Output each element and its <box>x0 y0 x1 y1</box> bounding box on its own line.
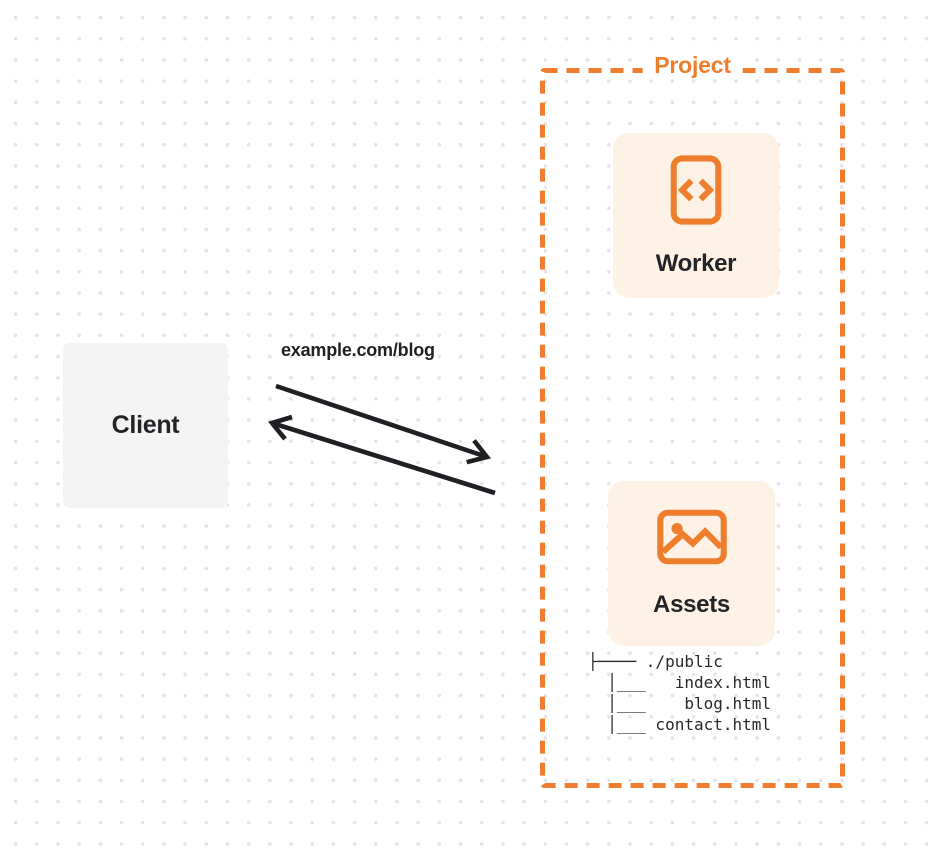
file-tree-item: │___ blog.html <box>588 694 772 713</box>
request-response-arrows <box>268 383 496 496</box>
client-label: Client <box>111 411 180 439</box>
request-url-label: example.com/blog <box>281 340 435 360</box>
image-icon <box>656 509 727 564</box>
worker-label: Worker <box>655 249 737 277</box>
assets-node: Assets <box>608 481 775 646</box>
file-tree-item: │___ index.html <box>588 673 772 692</box>
project-boundary: Project Worker Assets ├──── ./public │__… <box>540 52 845 788</box>
code-file-icon <box>670 154 722 225</box>
response-arrow <box>268 414 496 496</box>
assets-label: Assets <box>653 590 730 618</box>
request-arrow <box>275 383 491 465</box>
client-node: Client <box>63 343 228 508</box>
file-tree-root: ├──── ./public <box>588 652 723 671</box>
project-label: Project <box>642 52 743 79</box>
file-tree-item: │___ contact.html <box>588 715 772 734</box>
file-tree: ├──── ./public │___ index.html │___ blog… <box>588 651 771 735</box>
worker-node: Worker <box>613 133 779 298</box>
